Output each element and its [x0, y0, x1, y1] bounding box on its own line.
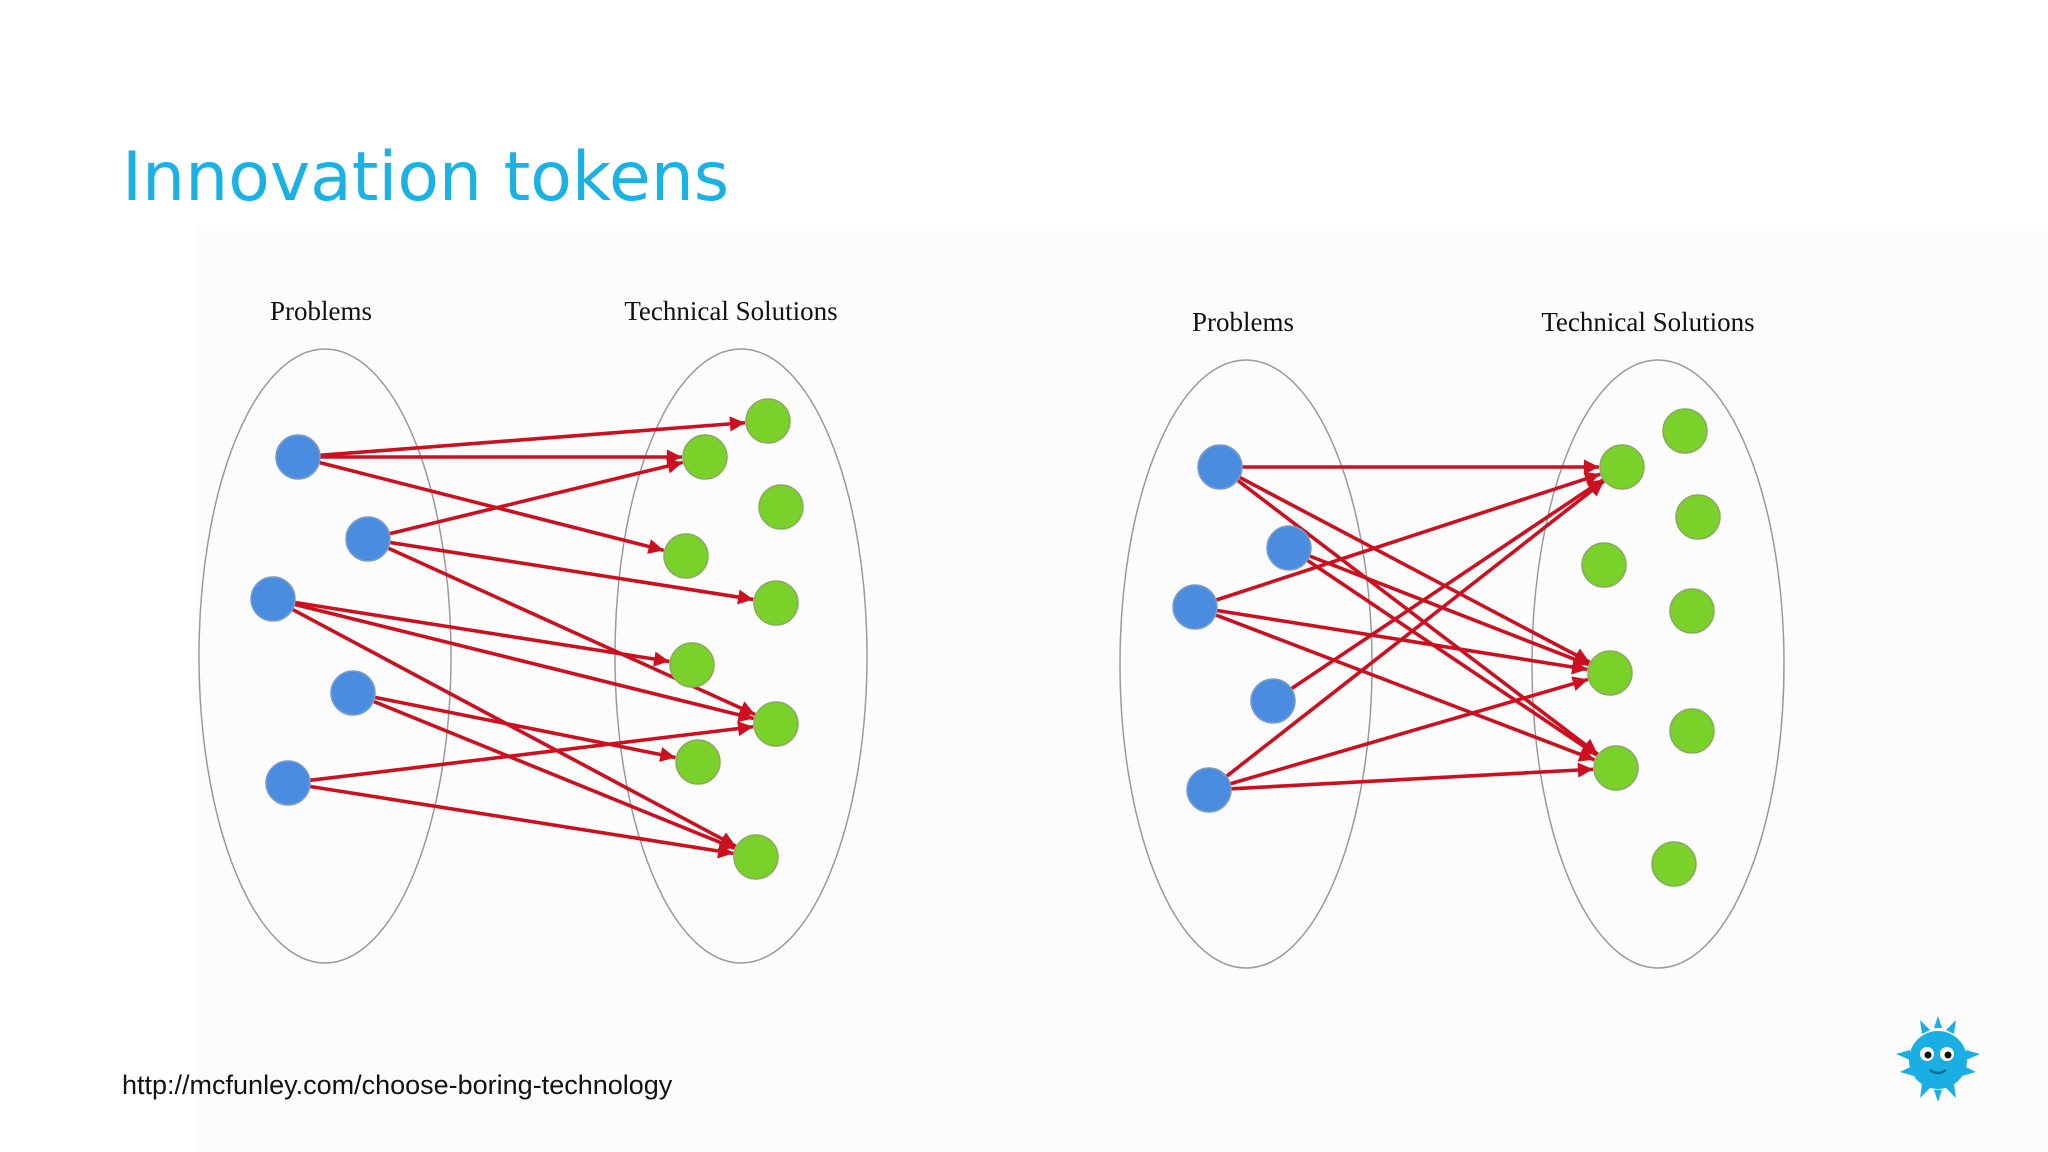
arrow-p4-s8 — [372, 695, 676, 762]
problem-node — [250, 576, 296, 622]
solution-node — [1669, 708, 1715, 754]
solution-node — [1593, 745, 1639, 791]
arrow-p5-s9 — [307, 784, 734, 859]
diagram-1: Problems Technical Solutions — [198, 296, 868, 964]
solutions-heading-1: Technical Solutions — [624, 296, 837, 326]
solution-node — [1587, 650, 1633, 696]
solution-node — [733, 834, 779, 880]
arrow-p2-s8 — [1304, 557, 1598, 757]
arrow-p5-s7 — [1227, 676, 1589, 787]
arrow-p5-s8 — [1228, 762, 1594, 791]
arrow-p3-s9 — [289, 606, 737, 848]
solution-node — [669, 642, 715, 688]
solution-node — [1669, 588, 1715, 634]
problem-node — [345, 516, 391, 562]
arrow-p2-s5 — [387, 540, 754, 605]
problem-node — [275, 434, 321, 480]
solution-node — [1581, 542, 1627, 588]
diagram-2: Problems Technical Solutions — [1119, 307, 1785, 969]
solutions-heading-2: Technical Solutions — [1541, 307, 1754, 337]
solution-node — [745, 398, 791, 444]
arrow-p1-s8 — [1234, 477, 1599, 756]
problem-node — [265, 760, 311, 806]
arrow-p3-s2 — [1213, 471, 1601, 603]
solution-node — [675, 739, 721, 785]
solution-node — [1662, 408, 1708, 454]
source-link[interactable]: http://mcfunley.com/choose-boring-techno… — [122, 1070, 673, 1100]
arrow-p3-s7 — [291, 602, 755, 723]
arrow-p3-s6 — [292, 600, 670, 667]
solution-node — [682, 434, 728, 480]
problems-set-2 — [1119, 359, 1373, 969]
problems-heading-1: Problems — [270, 296, 372, 326]
arrow-p1-s7 — [1236, 474, 1591, 664]
solution-node — [663, 533, 709, 579]
nodes-2 — [1172, 408, 1721, 887]
arrow-p4-s2 — [1288, 478, 1604, 692]
problem-node — [1172, 584, 1218, 630]
edges-2 — [1213, 459, 1605, 791]
arrow-p2-s7 — [1306, 553, 1590, 667]
problems-set-1 — [198, 348, 452, 964]
arrow-p5-s2 — [1223, 479, 1605, 780]
solutions-set-1 — [614, 348, 868, 964]
solution-node — [753, 580, 799, 626]
arrow-p3-s8 — [1213, 612, 1596, 762]
solution-node — [753, 701, 799, 747]
slide-title: Innovation tokens — [122, 138, 730, 217]
solution-node — [758, 484, 804, 530]
solution-node — [1599, 444, 1645, 490]
edges-1 — [289, 416, 756, 859]
problems-heading-2: Problems — [1192, 307, 1294, 337]
problem-node — [1186, 767, 1232, 813]
arrow-p2-s2 — [387, 458, 684, 537]
diagram-panel — [196, 226, 2048, 1152]
arrow-p4-s9 — [370, 698, 736, 850]
problem-node — [1197, 444, 1243, 490]
solution-node — [1675, 494, 1721, 540]
solution-node — [1651, 841, 1697, 887]
solutions-set-2 — [1531, 359, 1785, 969]
problem-node — [1250, 678, 1296, 724]
arrow-p1-s1 — [317, 416, 746, 458]
arrow-p5-s7 — [307, 721, 754, 783]
pufferfish-mascot-icon — [1896, 1016, 1980, 1102]
nodes-1 — [250, 398, 804, 880]
problem-node — [330, 670, 376, 716]
arrow-p1-s4 — [316, 460, 665, 554]
problem-node — [1266, 525, 1312, 571]
